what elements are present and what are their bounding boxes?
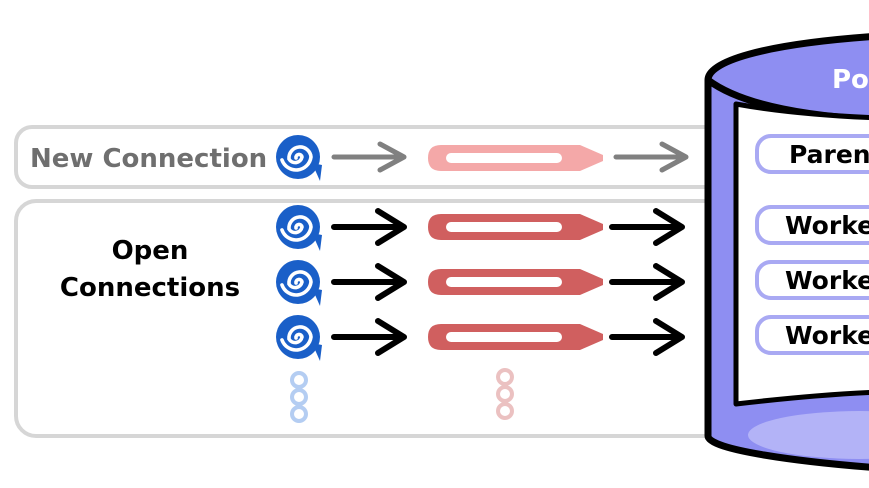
connection-pipe-icon bbox=[428, 324, 603, 350]
open-connections-label-line2: Connections bbox=[60, 273, 240, 303]
connection-pipe-icon bbox=[428, 145, 603, 171]
connection-pipe-icon bbox=[428, 269, 603, 295]
postgres-database: Po Paren Worke Worke Worke bbox=[704, 33, 869, 471]
process-box bbox=[755, 134, 869, 174]
database-bottom-highlight bbox=[748, 411, 869, 459]
open-connections-panel bbox=[14, 199, 869, 438]
process-box bbox=[755, 315, 869, 355]
process-label: Worke bbox=[785, 266, 869, 295]
process-label: Paren bbox=[789, 140, 869, 169]
postgres-title: Po bbox=[832, 65, 869, 95]
process-label: Worke bbox=[785, 211, 869, 240]
new-connection-label: New Connection bbox=[30, 144, 267, 174]
more-clients-ellipsis-icon bbox=[290, 371, 308, 423]
process-box bbox=[755, 205, 869, 245]
process-box bbox=[755, 260, 869, 300]
open-connections-label-line1: Open bbox=[112, 236, 189, 266]
more-pipes-ellipsis-icon bbox=[496, 368, 514, 420]
connection-pipe-icon bbox=[428, 214, 603, 240]
process-label: Worke bbox=[785, 321, 869, 350]
